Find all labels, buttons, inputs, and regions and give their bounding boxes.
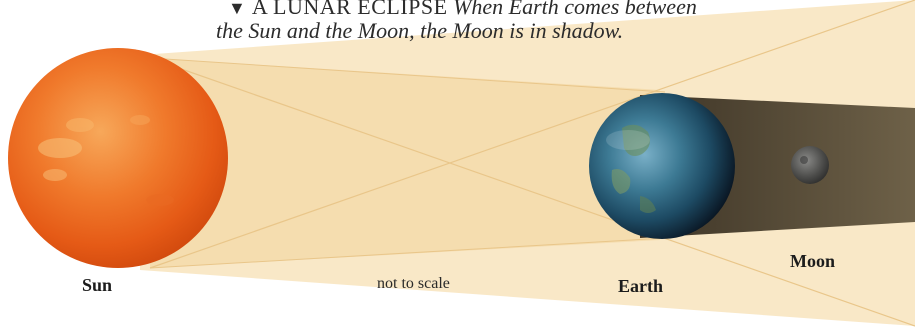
caption-lead: A LUNAR ECLIPSE xyxy=(252,0,448,19)
sun xyxy=(8,48,228,268)
scale-note: not to scale xyxy=(377,275,450,293)
caption-line-1: ▼ A LUNAR ECLIPSE When Earth comes betwee… xyxy=(228,0,697,20)
moon-crater xyxy=(800,156,808,164)
earth xyxy=(589,93,735,239)
caption-line-2: the Sun and the Moon, the Moon is in sha… xyxy=(216,18,623,44)
sun-label: Sun xyxy=(82,275,112,296)
caption-lead-rest: When Earth comes between xyxy=(453,0,697,19)
earth-label: Earth xyxy=(618,276,663,297)
moon-label: Moon xyxy=(790,251,835,272)
earth-cloud-highlight xyxy=(606,130,650,150)
triangle-down-icon: ▼ xyxy=(228,0,246,18)
moon xyxy=(791,146,829,184)
